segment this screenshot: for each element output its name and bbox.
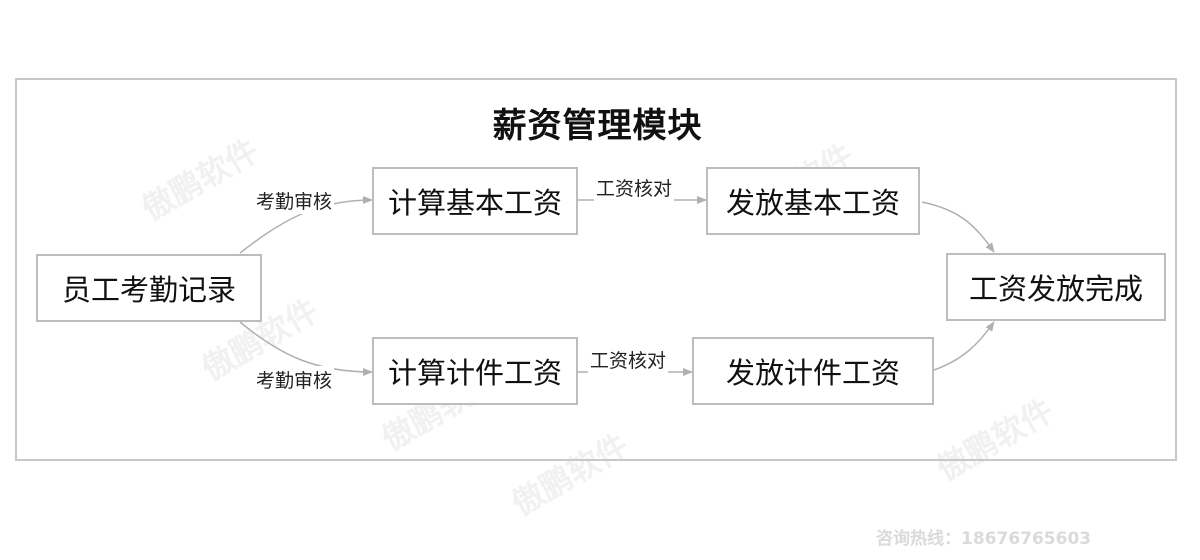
edge-label-basic-check: 工资核对 bbox=[594, 174, 675, 201]
node-calc-piece-salary: 计算计件工资 bbox=[372, 337, 578, 405]
edge-label-piece-check: 工资核对 bbox=[588, 346, 669, 373]
module-frame bbox=[15, 78, 1177, 461]
arrow-attendance-to-calc-basic bbox=[239, 196, 373, 254]
node-attendance-record: 员工考勤记录 bbox=[36, 254, 262, 322]
node-pay-basic-salary: 发放基本工资 bbox=[706, 167, 920, 235]
node-calc-basic-salary: 计算基本工资 bbox=[372, 167, 578, 235]
node-salary-done: 工资发放完成 bbox=[946, 253, 1166, 321]
contact-hotline: 咨询热线：18676765603 bbox=[876, 529, 1092, 549]
edge-label-attendance-piece: 考勤审核 bbox=[254, 366, 335, 393]
arrow-attendance-to-calc-piece bbox=[239, 321, 373, 376]
diagram-title: 薪资管理模块 bbox=[492, 106, 703, 146]
node-pay-piece-salary: 发放计件工资 bbox=[692, 337, 934, 405]
arrow-pay-piece-to-done bbox=[933, 321, 995, 371]
arrow-pay-basic-to-done bbox=[921, 201, 995, 253]
edge-label-attendance-basic: 考勤审核 bbox=[254, 187, 335, 214]
